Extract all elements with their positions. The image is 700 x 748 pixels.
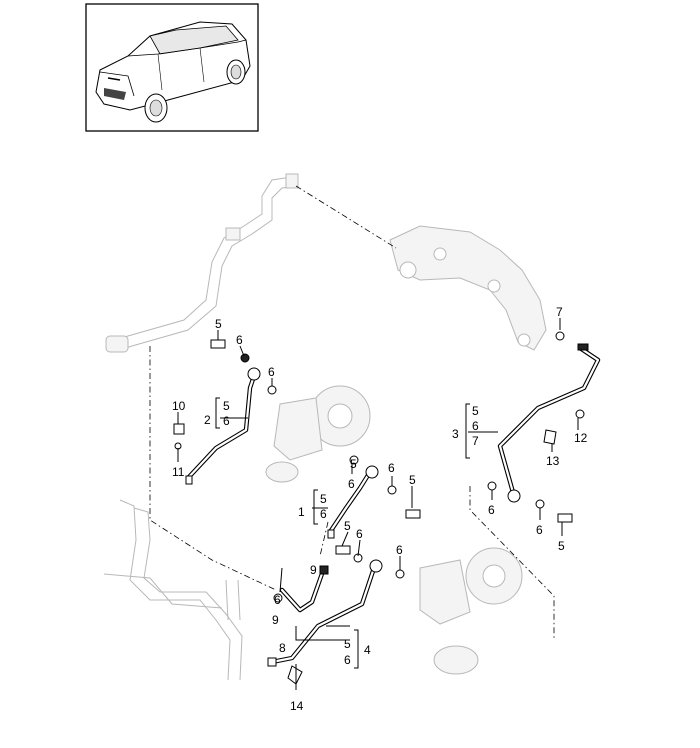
callout-3: 3 — [452, 427, 459, 441]
coolant-pipe-icon — [105, 173, 299, 353]
callout-12: 12 — [574, 431, 588, 445]
callout-5a: 5 — [215, 317, 222, 331]
vehicle-thumbnail — [85, 3, 259, 132]
reference-lines — [149, 185, 555, 640]
callout-6e: 6 — [488, 503, 495, 517]
callout-6a: 6 — [236, 333, 243, 347]
callout-6-lower: 6 — [274, 593, 281, 607]
pipe-2 — [185, 373, 257, 481]
callout-g1-5: 5 — [320, 492, 327, 506]
callout-6d: 6 — [348, 477, 355, 491]
callout-8: 8 — [279, 641, 286, 655]
bracket-group-3: 5 6 7 — [465, 403, 479, 459]
callout-g3-7: 7 — [472, 434, 479, 448]
callout-7: 7 — [556, 305, 563, 319]
turbocharger-icon — [419, 547, 523, 675]
pipe-1 — [327, 469, 373, 535]
callout-6f: 6 — [536, 523, 543, 537]
bracket-group-4: 5 6 — [344, 629, 359, 669]
leader-lines — [177, 318, 579, 690]
callout-g3-5: 5 — [472, 404, 479, 418]
callout-2: 2 — [204, 413, 211, 427]
pipe-8 — [279, 565, 327, 613]
callout-g4-6: 6 — [344, 653, 351, 667]
callout-9a: 9 — [310, 563, 317, 577]
callouts: 5 6 6 10 2 11 7 3 12 13 6 5 6 1 6 6 5 5 … — [172, 305, 588, 713]
callout-1: 1 — [298, 505, 305, 519]
callout-6c: 6 — [388, 461, 395, 475]
callout-g2-6: 6 — [223, 414, 230, 428]
callout-5d: 5 — [344, 519, 351, 533]
suv-thumbnail-icon — [95, 21, 251, 123]
callout-11: 11 — [172, 465, 185, 479]
callout-g4-5: 5 — [344, 637, 351, 651]
callout-9b: 9 — [272, 613, 279, 627]
callout-g3-6: 6 — [472, 419, 479, 433]
pipe-3 — [497, 345, 601, 499]
callout-13: 13 — [546, 454, 560, 468]
callout-4: 4 — [364, 643, 371, 657]
callout-6-mid: 6 — [356, 527, 363, 541]
bracket-group-2: 5 6 — [215, 397, 230, 429]
pipe-4 — [269, 565, 377, 665]
callout-5b: 5 — [409, 473, 416, 487]
callout-g1-6: 6 — [320, 507, 327, 521]
fittings — [173, 331, 589, 685]
callout-6b: 6 — [268, 365, 275, 379]
callout-6-right: 6 — [396, 543, 403, 557]
callout-g2-5: 5 — [223, 399, 230, 413]
callout-14: 14 — [290, 699, 304, 713]
manifold-icon — [389, 225, 547, 351]
callout-5-top: 5 — [350, 457, 357, 471]
callout-10: 10 — [172, 399, 186, 413]
callout-5c: 5 — [558, 539, 565, 553]
turbocharger-icon — [265, 385, 371, 483]
lower-hose-assembly — [103, 499, 243, 681]
bracket-group-1: 5 6 — [313, 489, 327, 525]
